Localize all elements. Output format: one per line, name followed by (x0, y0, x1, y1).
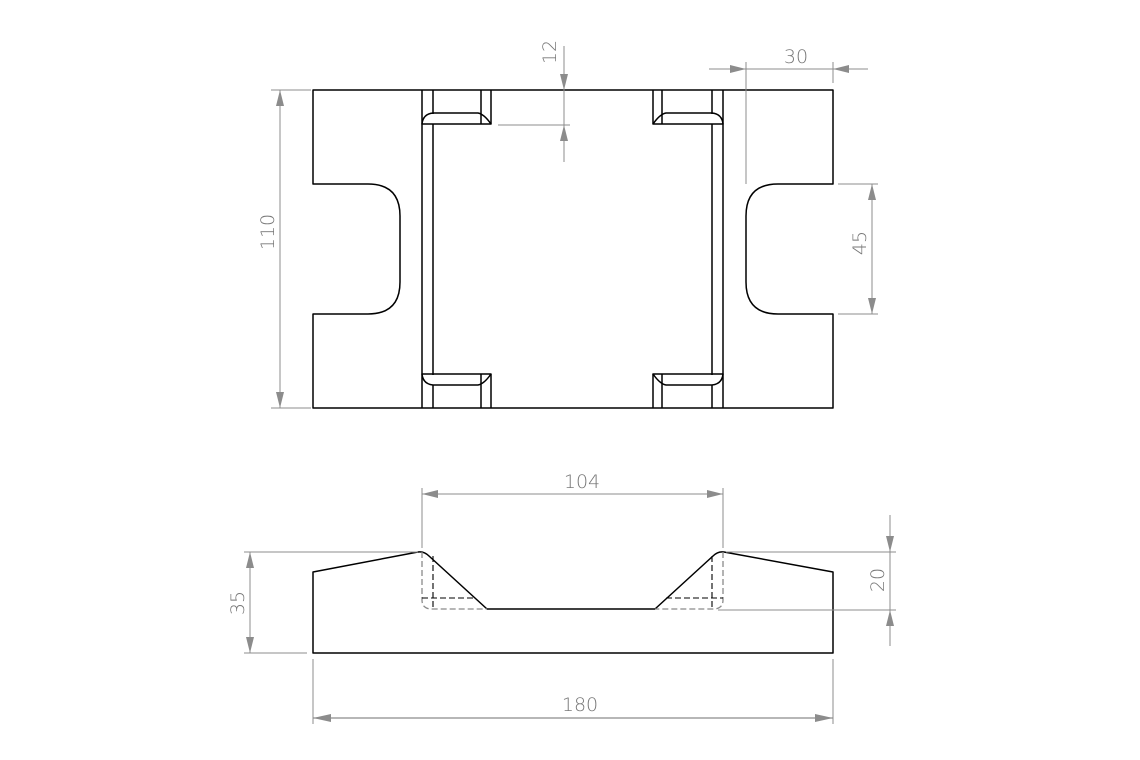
top-view-outline (312, 89, 834, 409)
dimension-35: 35 (227, 551, 418, 654)
hidden-lines-right (655, 552, 724, 610)
dim-180-label: 180 (562, 694, 598, 716)
dim-30-label: 30 (784, 46, 808, 68)
dim-110-label: 110 (257, 214, 279, 250)
dim-104-label: 104 (564, 471, 600, 493)
top-view: 110 12 30 45 (257, 40, 878, 409)
dim-12-label: 12 (539, 40, 561, 64)
dimension-30: 30 (709, 46, 868, 184)
dimension-45: 45 (838, 183, 878, 315)
hidden-lines-left (421, 552, 487, 610)
front-view: 104 35 20 180 (227, 471, 896, 724)
dimension-104: 104 (421, 471, 724, 548)
dimension-180: 180 (312, 659, 834, 724)
lip-top-left (421, 90, 492, 125)
dim-45-label: 45 (849, 231, 871, 255)
dimension-20: 20 (718, 515, 896, 646)
dimension-12: 12 (498, 40, 570, 162)
lip-top-right (652, 90, 724, 125)
dimension-110: 110 (257, 89, 311, 409)
dim-35-label: 35 (227, 591, 249, 615)
front-view-outline (312, 551, 834, 654)
dim-20-label: 20 (867, 568, 889, 592)
lip-bottom-left (421, 373, 492, 408)
lip-bottom-right (652, 373, 724, 408)
